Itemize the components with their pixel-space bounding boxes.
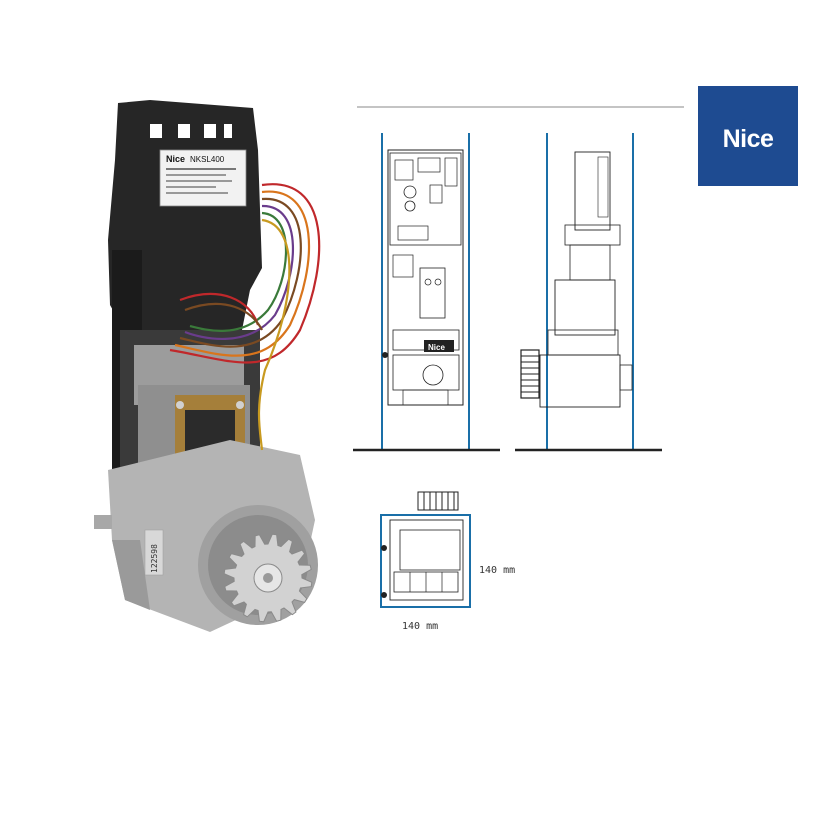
top-view-drawing	[380, 491, 471, 608]
brand-logo: Nice	[698, 86, 798, 186]
label-model: NKSL400	[190, 155, 225, 164]
brand-logo-text: Nice	[722, 124, 774, 153]
technical-drawings: Nice	[353, 106, 684, 608]
serial-sticker: 122598	[150, 544, 159, 573]
svg-text:Nice: Nice	[428, 343, 445, 352]
label-brand: Nice	[166, 154, 185, 164]
motor-unit-photo: Nice NKSL400 122598	[94, 100, 321, 632]
product-label: Nice NKSL400	[159, 149, 247, 207]
front-view-drawing: Nice	[353, 133, 500, 452]
width-dimension-label: 140 mm	[402, 621, 439, 632]
wiring-harness	[169, 183, 321, 451]
side-view-drawing	[515, 133, 662, 452]
height-dimension-label: 140 mm	[479, 565, 516, 576]
brand-logo-background	[698, 86, 798, 186]
drive-pinion-gear	[223, 533, 313, 623]
